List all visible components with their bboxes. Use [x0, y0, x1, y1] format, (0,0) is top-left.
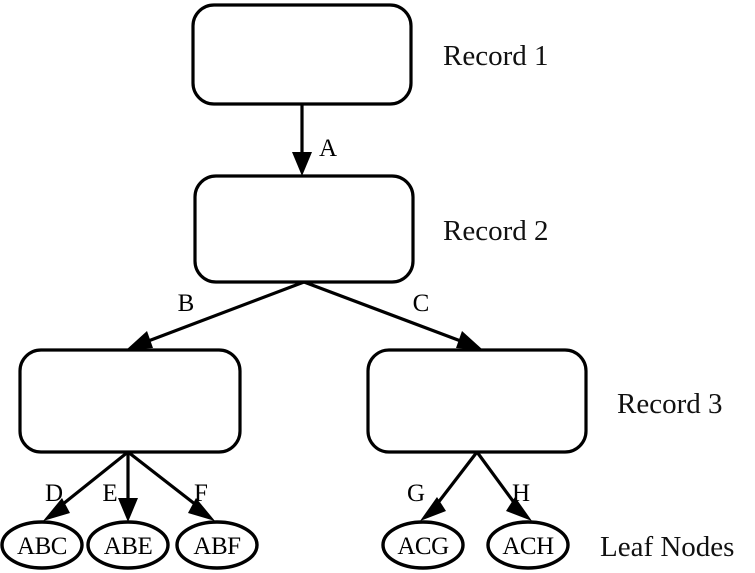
edge-e-label: E — [102, 480, 117, 507]
edge-b: B — [126, 280, 305, 350]
leaf-abe-shape[interactable] — [86, 520, 170, 570]
row-label-record-3: Record 3 — [617, 388, 723, 420]
edge-f-line — [127, 450, 201, 510]
edge-g: G — [407, 451, 479, 521]
edge-h: H — [475, 451, 532, 521]
edge-a: A — [292, 104, 337, 176]
edge-g-arrowhead — [420, 497, 446, 521]
record1-box-shape[interactable] — [191, 3, 413, 106]
leaf-acg-label: ACG — [397, 533, 449, 560]
leaf-acg-shape[interactable] — [381, 520, 465, 570]
edge-h-arrowhead — [506, 497, 532, 521]
edge-c-arrowhead — [456, 331, 483, 350]
edge-e: E — [102, 452, 138, 522]
edge-h-line — [475, 451, 520, 509]
edge-c-label: C — [413, 290, 430, 317]
edge-d-arrowhead — [43, 498, 70, 521]
edge-g-line — [432, 451, 479, 509]
leaf-abe-label: ABE — [104, 533, 153, 560]
leaf-ach-shape[interactable] — [486, 520, 570, 570]
leaf-node-abf[interactable]: ABF — [175, 520, 259, 570]
node-record2[interactable] — [193, 174, 415, 284]
leaf-node-abe[interactable]: ABE — [86, 520, 170, 570]
leaf-node-acg[interactable]: ACG — [381, 520, 465, 570]
leaf-node-abc[interactable]: ABC — [0, 520, 84, 570]
edge-a-label: A — [319, 135, 337, 162]
edge-a-arrowhead — [292, 152, 312, 176]
node-record3-right[interactable] — [366, 348, 588, 454]
edge-f: F — [127, 450, 215, 521]
edge-c-line — [303, 280, 467, 345]
leaf-abc-shape[interactable] — [0, 520, 84, 570]
leaf-ach-label: ACH — [502, 533, 554, 560]
leaf-node-ach[interactable]: ACH — [486, 520, 570, 570]
record3-left-box-shape[interactable] — [18, 348, 242, 454]
node-record3-left[interactable] — [18, 348, 242, 454]
edge-g-label: G — [407, 480, 425, 507]
edge-d-line — [57, 450, 129, 510]
edge-d-label: D — [45, 480, 63, 507]
record2-box-shape[interactable] — [193, 174, 415, 284]
edge-b-line — [142, 280, 305, 345]
edge-c: C — [303, 280, 483, 350]
edge-f-label: F — [194, 480, 208, 507]
row-label-record-2: Record 2 — [443, 215, 549, 247]
edge-d: D — [43, 450, 129, 521]
leaf-abf-label: ABF — [193, 533, 240, 560]
edge-b-arrowhead — [126, 331, 153, 350]
edge-f-arrowhead — [188, 498, 215, 521]
row-label-leaf-nodes: Leaf Nodes — [600, 531, 734, 563]
record3-right-box-shape[interactable] — [366, 348, 588, 454]
edge-h-label: H — [512, 480, 530, 507]
edge-e-arrowhead — [118, 498, 138, 522]
row-label-record-1: Record 1 — [443, 40, 549, 72]
leaf-abc-label: ABC — [17, 533, 67, 560]
edge-b-label: B — [178, 290, 195, 317]
node-record1[interactable] — [191, 3, 413, 106]
leaf-abf-shape[interactable] — [175, 520, 259, 570]
